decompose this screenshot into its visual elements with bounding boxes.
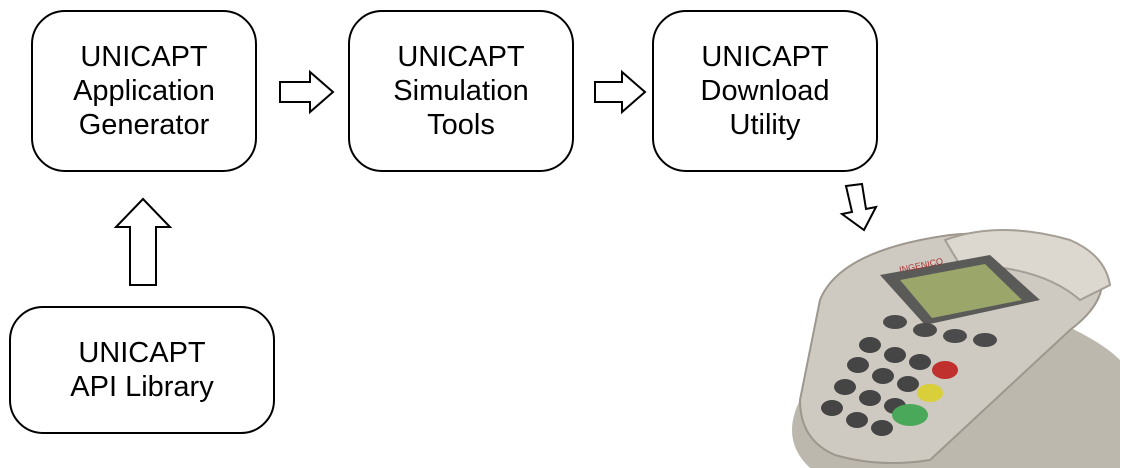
download-line-1: UNICAPT: [701, 41, 829, 73]
unicapt-simulation-tools-box: UNICAPT Simulation Tools: [348, 10, 574, 172]
key-2: [884, 347, 906, 363]
unicapt-api-library-box: UNICAPT API Library: [9, 306, 275, 434]
key-4: [847, 357, 869, 373]
generator-line-3: Generator: [78, 109, 210, 141]
key-6: [897, 376, 919, 392]
key-clear-yellow: [917, 384, 943, 402]
api-line-2: API Library: [70, 371, 214, 403]
api-line-1: UNICAPT: [78, 337, 206, 369]
key-8: [859, 390, 881, 406]
unicapt-download-utility-box: UNICAPT Download Utility: [652, 10, 878, 172]
key-f2: [913, 323, 937, 337]
key-0: [846, 412, 868, 428]
key-5: [872, 368, 894, 384]
payment-terminal-image: INGENICO: [792, 229, 1120, 468]
key-f3: [943, 329, 967, 343]
key-star: [821, 400, 843, 416]
key-3: [909, 354, 931, 370]
arrow-down-to-device: [839, 182, 878, 232]
unicapt-application-generator-box: UNICAPT Application Generator: [31, 10, 257, 172]
generator-line-2: Application: [73, 75, 215, 107]
key-ok-green: [892, 404, 928, 426]
arrow-right-2: [594, 69, 647, 115]
key-7: [834, 379, 856, 395]
key-f1: [883, 315, 907, 329]
simulation-line-3: Tools: [427, 109, 495, 141]
download-line-2: Download: [700, 75, 830, 107]
key-1: [859, 337, 881, 353]
terminal-printer: [943, 229, 1112, 302]
simulation-line-1: UNICAPT: [397, 41, 525, 73]
key-cancel-red: [932, 361, 958, 379]
arrow-up: [113, 197, 173, 286]
arrow-right-1: [279, 69, 335, 115]
key-f4: [973, 333, 997, 347]
key-hash: [871, 420, 893, 436]
generator-line-1: UNICAPT: [80, 41, 208, 73]
simulation-line-2: Simulation: [393, 75, 529, 107]
download-line-3: Utility: [729, 109, 801, 141]
terminal-screen: [900, 264, 1022, 318]
